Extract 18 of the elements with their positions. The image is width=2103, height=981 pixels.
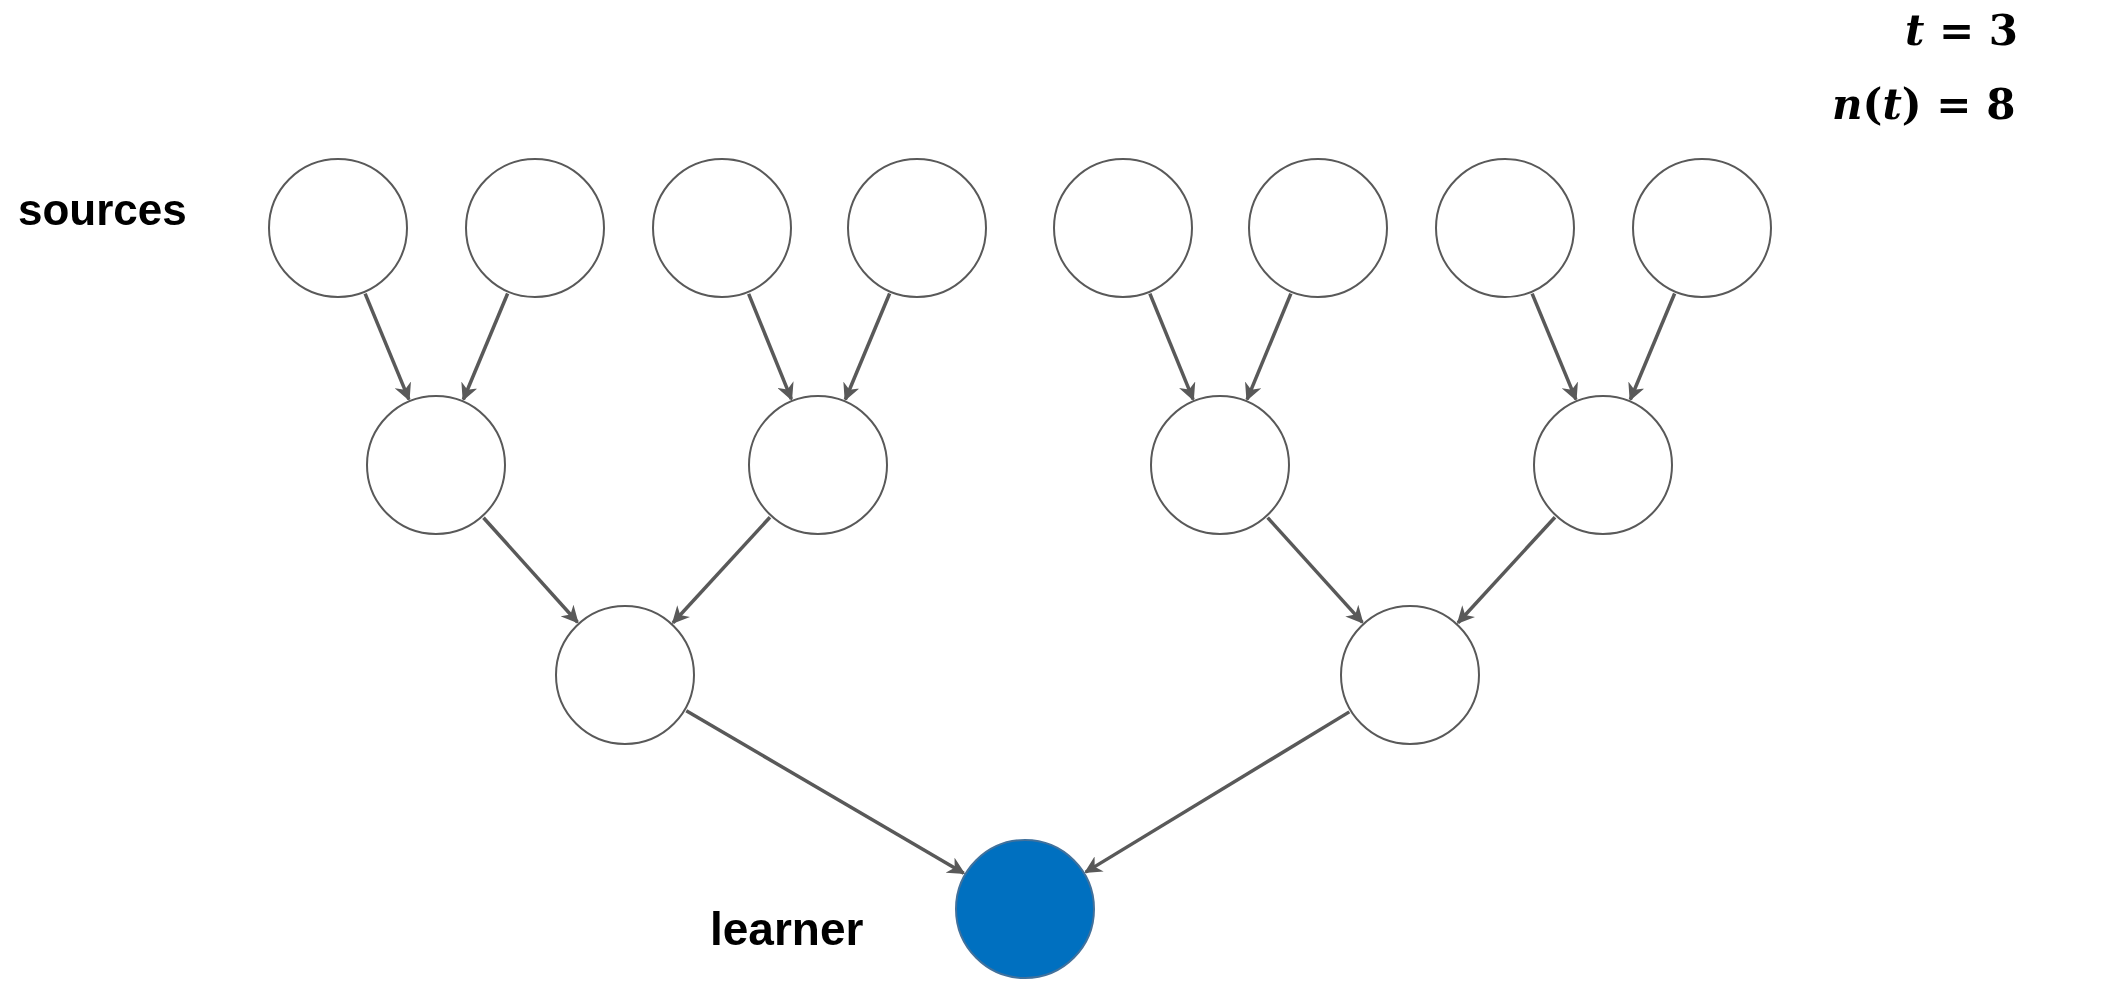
arrow bbox=[482, 516, 579, 624]
arrow bbox=[1456, 516, 1557, 624]
arrow bbox=[685, 709, 966, 875]
row-label: sources bbox=[18, 188, 187, 232]
arrow bbox=[1148, 293, 1196, 401]
arrow bbox=[1266, 516, 1364, 624]
arrow bbox=[1628, 292, 1677, 402]
arrow bbox=[1530, 292, 1578, 401]
math-expression: t = 3 bbox=[1905, 10, 2019, 52]
arrow bbox=[363, 292, 411, 401]
arrow bbox=[843, 292, 892, 402]
arrow bbox=[747, 293, 794, 401]
arrow bbox=[461, 292, 510, 402]
arrow bbox=[1084, 710, 1351, 874]
arrow bbox=[671, 516, 772, 624]
arrow bbox=[1245, 292, 1293, 401]
node-caption: learner bbox=[710, 906, 864, 952]
math-expression: n(t) = 8 bbox=[1832, 84, 2016, 126]
